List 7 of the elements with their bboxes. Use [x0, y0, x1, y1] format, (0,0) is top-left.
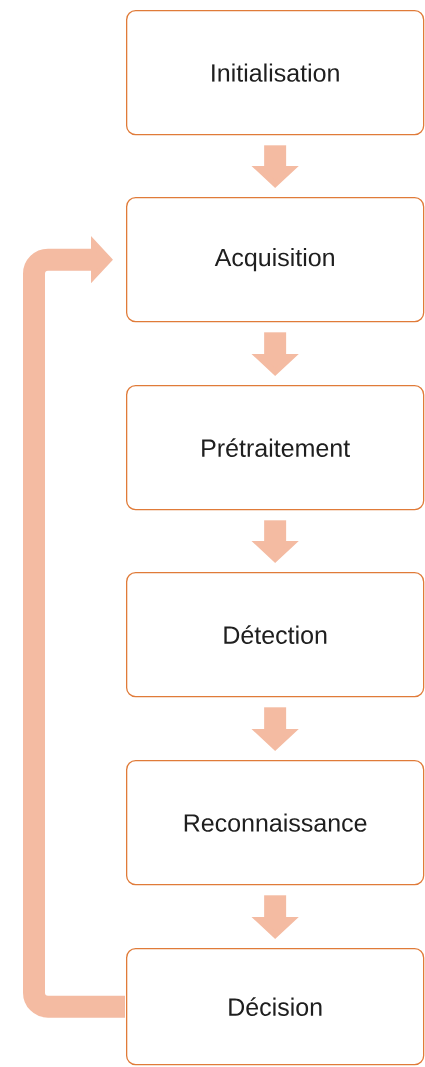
process-box: Initialisation	[126, 10, 425, 136]
process-box: Détection	[126, 572, 425, 698]
process-box: Décision	[126, 948, 425, 1066]
process-box: Acquisition	[126, 197, 425, 323]
process-box: Reconnaissance	[126, 760, 425, 886]
process-box: Prétraitement	[126, 385, 425, 511]
arrow	[23, 236, 125, 1018]
